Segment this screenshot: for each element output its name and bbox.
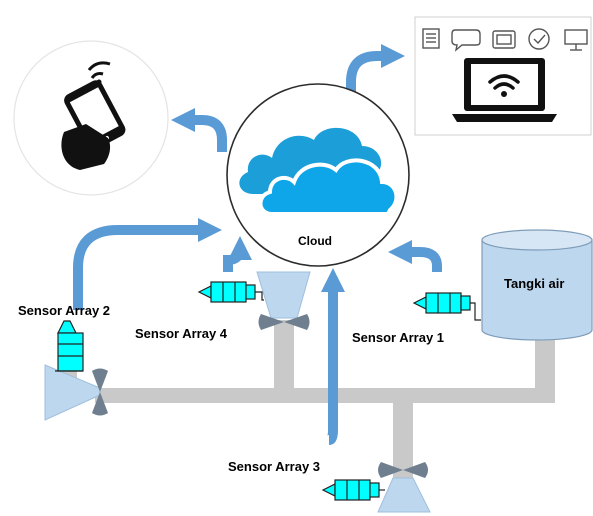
arrow-cloud-to-laptop [346,43,406,104]
arrow-sensor1-to-cloud [387,239,442,272]
cloud-icon [239,127,399,216]
sensor-array-2 [55,320,84,372]
chat-icon [451,29,481,52]
branch-pipe-4 [274,320,294,392]
folder-icon [492,30,516,49]
presentation-icon [564,29,588,51]
pipe-network [62,320,555,485]
sensor-array-4-label: Sensor Array 4 [135,326,228,341]
sensor-array-4 [197,281,264,303]
main-pipe [95,388,555,403]
sensor-array-2-label: Sensor Array 2 [18,303,111,318]
laptop-icon [452,58,557,122]
cloud-node [226,83,410,267]
cloud-label: Cloud [298,234,332,248]
tank-label: Tangki air [504,276,565,291]
arrow-sensor2-to-cloud [73,217,223,310]
sensor-array-3 [321,479,385,501]
data-flow-arrows [73,43,442,445]
arrow-sensor3-to-cloud [320,267,346,445]
branch-pipe-3 [393,395,413,485]
tank-outlet-pipe [535,334,555,403]
arrow-sensor4-to-cloud [223,236,252,272]
check-icon [528,28,550,50]
toolbar-icons [422,28,588,52]
valve-sensor-3 [378,462,428,478]
wifi-icon [488,74,520,90]
valve-sensor-2 [92,368,108,416]
laptop-panel [414,16,592,136]
valve-sensor-4 [258,314,310,330]
sensor-array-1-label: Sensor Array 1 [352,330,445,345]
smartphone-icon [61,61,126,170]
funnel-sensor-4 [256,271,311,319]
water-tank [481,229,593,341]
phone-node [13,40,169,196]
sensor-array-1 [412,292,481,321]
arrow-cloud-to-phone [170,107,227,152]
funnel-sensor-3 [377,477,431,513]
sensor-array-3-label: Sensor Array 3 [228,459,321,474]
report-icon [422,28,440,49]
